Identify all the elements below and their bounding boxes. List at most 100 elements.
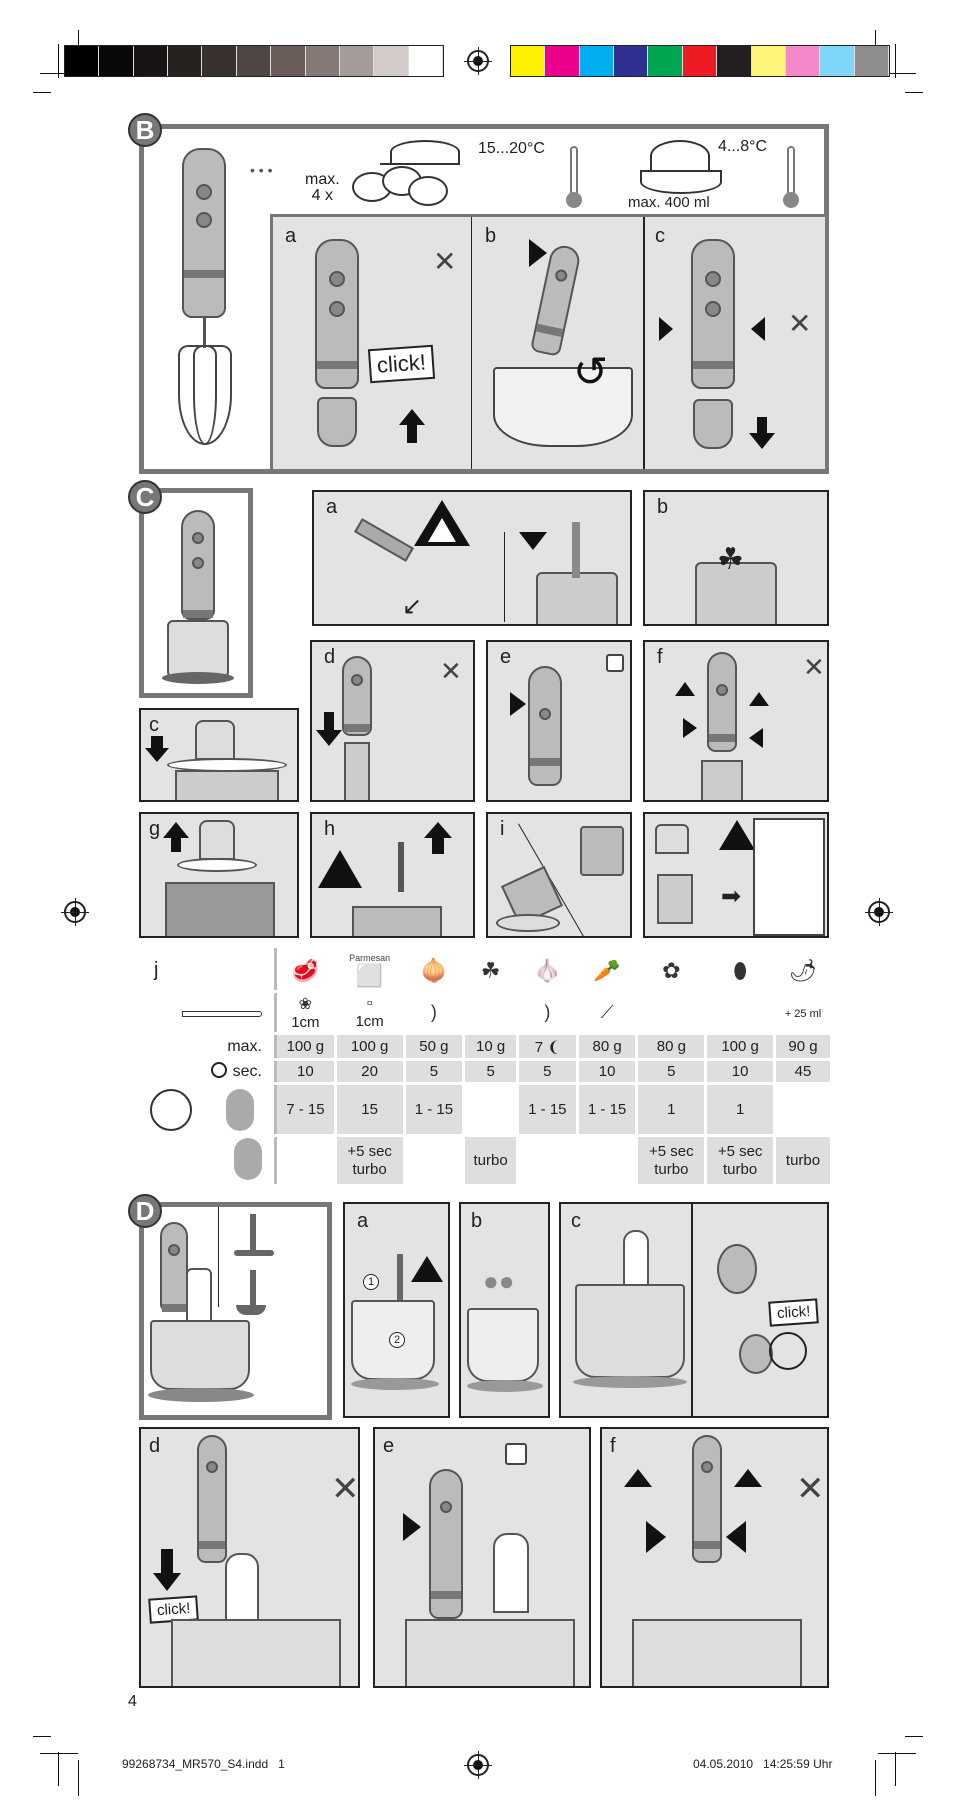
step-label: e bbox=[500, 646, 512, 668]
step-label: i bbox=[500, 818, 505, 840]
egg-temperature: 15...20°C bbox=[478, 140, 545, 157]
sec-cell: 45 bbox=[773, 1058, 833, 1085]
sec-cell: 20 bbox=[333, 1058, 406, 1085]
arrow-left-icon bbox=[751, 317, 765, 341]
arrow-right-icon bbox=[683, 718, 697, 738]
max-cell: 100 g bbox=[333, 1032, 406, 1061]
step-label: h bbox=[324, 818, 336, 840]
dishwasher-icon bbox=[753, 818, 825, 936]
registration-mark-icon bbox=[865, 898, 893, 926]
arrow-up-icon bbox=[734, 1469, 762, 1487]
turbo-cell bbox=[575, 1134, 639, 1187]
sec-cell: 5 bbox=[402, 1058, 466, 1085]
seconds-label: sec. bbox=[139, 1058, 277, 1085]
no-plug-icon: ✕ bbox=[331, 1470, 360, 1508]
arrow-up-icon bbox=[399, 409, 425, 425]
max-cell: 90 g bbox=[773, 1032, 833, 1061]
step-label: d bbox=[149, 1435, 161, 1457]
arrow-left-icon bbox=[726, 1521, 746, 1553]
table-label: j bbox=[139, 948, 277, 993]
page-number: 4 bbox=[128, 1693, 137, 1710]
step-label: f bbox=[610, 1435, 616, 1457]
crop-mark bbox=[875, 1760, 876, 1796]
step-d-d: d click! ✕ bbox=[139, 1427, 360, 1688]
step-c-h: h bbox=[310, 812, 475, 938]
cut-cell: ⟋ bbox=[575, 990, 639, 1035]
step-d-c: c click! bbox=[559, 1202, 829, 1418]
cut-cell: ▫1cm bbox=[333, 990, 406, 1035]
color-swatch bbox=[648, 46, 683, 76]
color-swatch bbox=[168, 46, 203, 76]
grayscale-color-bar bbox=[64, 45, 444, 77]
color-swatch bbox=[717, 46, 752, 76]
arrow-right-icon bbox=[659, 317, 673, 341]
crop-mark bbox=[33, 92, 51, 93]
crop-mark bbox=[895, 44, 896, 78]
max-cell: 7 ❨ bbox=[515, 1032, 579, 1061]
arrow-up-icon bbox=[749, 692, 769, 706]
ingredient-garlic-icon: 🧄 bbox=[515, 948, 579, 993]
crop-mark bbox=[878, 73, 916, 74]
color-swatch bbox=[751, 46, 786, 76]
arrow-down-icon bbox=[749, 433, 775, 449]
step-label: b bbox=[657, 496, 669, 518]
sec-cell: 10 bbox=[575, 1058, 639, 1085]
speed-cell: 1 bbox=[704, 1082, 777, 1137]
step-label: a bbox=[357, 1210, 369, 1232]
section-d-badge: D bbox=[128, 1194, 162, 1228]
ingredient-walnuts-icon: ✿ bbox=[635, 948, 708, 993]
color-swatch bbox=[614, 46, 649, 76]
blade-warning-icon bbox=[719, 820, 755, 850]
color-swatch bbox=[202, 46, 237, 76]
speed-cell: 1 bbox=[635, 1082, 708, 1137]
color-swatch bbox=[339, 46, 375, 76]
file-name: 99268734_MR570_S4.indd 1 bbox=[122, 1757, 285, 1771]
cream-max-label: max. 400 ml bbox=[628, 194, 710, 211]
turbo-cell bbox=[402, 1134, 466, 1187]
section-c-badge: C bbox=[128, 480, 162, 514]
crop-mark bbox=[58, 1752, 59, 1786]
no-plug-icon: ✕ bbox=[440, 656, 462, 686]
color-swatch bbox=[579, 46, 615, 76]
max-cell: 100 g bbox=[704, 1032, 777, 1061]
turbo-cell: turbo bbox=[462, 1134, 519, 1187]
print-timestamp: 04.05.2010 14:25:59 Uhr bbox=[693, 1757, 833, 1771]
step-c-dishwasher: ➡ bbox=[643, 812, 829, 938]
cut-cell: + 25 ml bbox=[773, 990, 833, 1035]
crop-mark bbox=[905, 92, 923, 93]
cut-cell bbox=[462, 990, 519, 1035]
processing-table: j 🥩 Parmesan⬜ 🧅 ☘ 🧄 🥕 ✿ ⬮ 🌶 ❀1cm ▫1cm ) … bbox=[139, 948, 833, 1187]
ellipsis: • • • bbox=[250, 162, 273, 178]
arrow-up-icon bbox=[675, 682, 695, 696]
step-label: e bbox=[383, 1435, 395, 1457]
eggs-max-label: max. 4 x bbox=[305, 171, 340, 204]
speed-cell: 1 - 15 bbox=[575, 1082, 639, 1137]
arrow-right-icon bbox=[646, 1521, 666, 1553]
speed-cell: 7 - 15 bbox=[274, 1082, 337, 1137]
step-label: f bbox=[657, 646, 663, 668]
wall-socket-icon bbox=[606, 654, 624, 672]
sec-cell: 5 bbox=[462, 1058, 519, 1085]
cut-cell bbox=[704, 990, 777, 1035]
step-c-g: g bbox=[139, 812, 299, 938]
arrow-up-icon bbox=[163, 822, 189, 838]
click-callout: click! bbox=[367, 344, 435, 384]
step-label: a bbox=[285, 225, 297, 247]
step-d-f: f ✕ bbox=[600, 1427, 829, 1688]
step-c-e: e bbox=[486, 640, 632, 802]
step-d-a: a 1 2 bbox=[343, 1202, 450, 1418]
sec-cell: 5 bbox=[515, 1058, 579, 1085]
no-plug-icon: ✕ bbox=[433, 246, 457, 277]
step-label: a bbox=[326, 496, 338, 518]
no-plug-icon: ✕ bbox=[803, 652, 825, 682]
speed-cell bbox=[773, 1082, 833, 1137]
color-swatch bbox=[545, 46, 580, 76]
section-b-badge: B bbox=[128, 113, 162, 147]
ingredient-almonds-icon: ⬮ bbox=[704, 948, 777, 993]
color-swatch bbox=[65, 46, 100, 76]
ingredient-onion-icon: 🧅 bbox=[402, 948, 466, 993]
crop-mark bbox=[878, 1753, 916, 1754]
arrow-right-icon bbox=[403, 1513, 421, 1541]
turbo-cell: turbo bbox=[773, 1134, 833, 1187]
speed-cell: 15 bbox=[333, 1082, 406, 1137]
